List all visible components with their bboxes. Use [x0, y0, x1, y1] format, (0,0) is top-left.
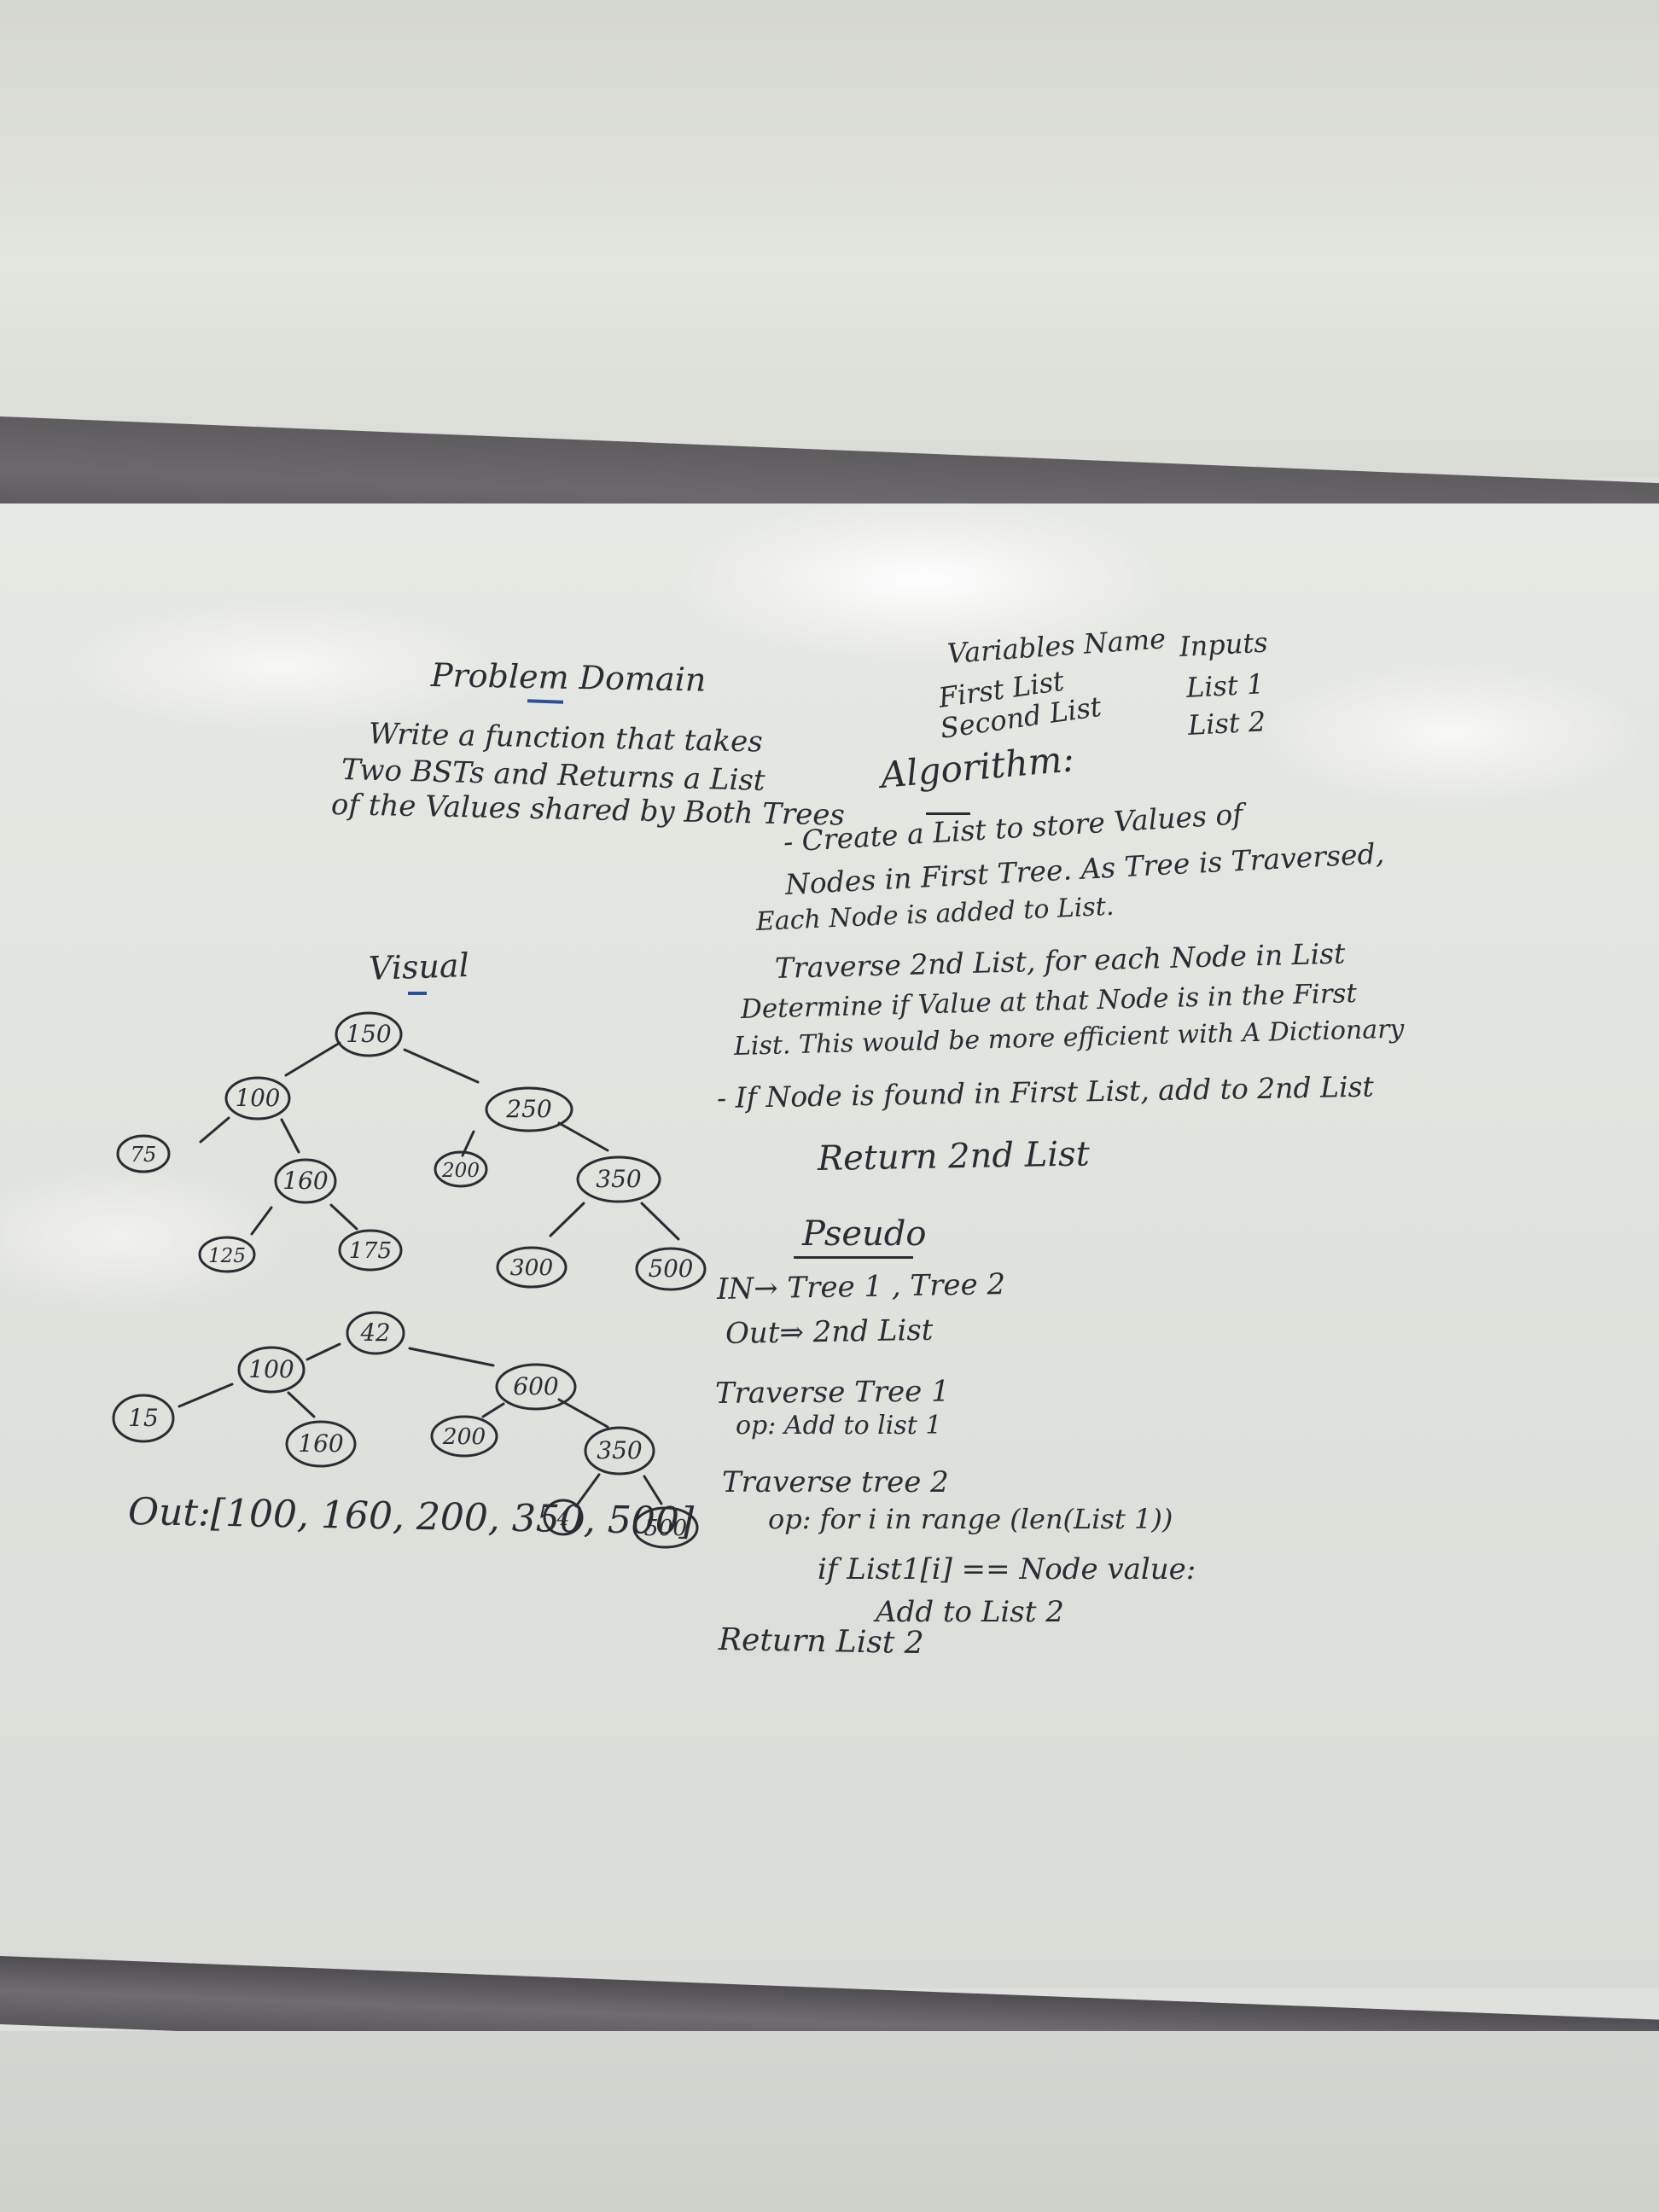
tree-node: 4: [543, 1499, 584, 1536]
pseudo-line: Traverse Tree 1: [714, 1374, 950, 1411]
tree-node-value: 160: [282, 1167, 328, 1195]
pseudo-line: op: Add to list 1: [736, 1411, 942, 1441]
tree-node-value: 42: [359, 1318, 390, 1347]
tree-node-circle: [485, 1086, 573, 1132]
tree-node-circle: [576, 1155, 661, 1203]
tree-node-circle: [274, 1158, 337, 1204]
tree-node: 15: [112, 1394, 175, 1443]
tree-node-circle: [116, 1134, 171, 1173]
tree-node-circle: [434, 1150, 488, 1188]
pseudo-line: IN→ Tree 1 , Tree 2: [716, 1267, 1006, 1307]
pseudo-title: Pseudo: [802, 1214, 927, 1254]
tree-node: 100: [224, 1076, 291, 1121]
tree-node: 160: [274, 1158, 337, 1204]
tree-node-value: 350: [597, 1436, 642, 1464]
tree-node-circle: [224, 1076, 291, 1121]
tree-2: 42 100 600 15 160 200 350 4 500: [112, 1311, 699, 1549]
tree-node: 125: [198, 1236, 256, 1273]
tree-node: 160: [285, 1420, 357, 1468]
tree-node: 175: [338, 1229, 403, 1272]
tree-node-circle: [285, 1420, 357, 1468]
pseudo-line: op: for i in range (len(List 1)): [768, 1503, 1173, 1535]
output-list: Out:[100, 160, 200, 350, 500]: [127, 1490, 695, 1544]
tree-node-value: 500: [644, 1515, 687, 1541]
tree-node-circle: [496, 1246, 568, 1289]
tree-node-circle: [335, 1011, 403, 1057]
tree-node-value: 150: [346, 1020, 391, 1048]
tree-node: 100: [237, 1346, 306, 1394]
pseudo-line: Add to List 2: [876, 1595, 1064, 1629]
visual-underline: [408, 992, 427, 995]
tree-node-value: 300: [510, 1254, 553, 1281]
floor: [0, 2031, 1659, 2212]
tree-node-circle: [338, 1229, 403, 1272]
tree-node-value: 15: [128, 1404, 159, 1432]
tree-node-value: 100: [248, 1355, 294, 1383]
tree-node-value: 200: [441, 1160, 480, 1182]
tree-node: 250: [485, 1086, 573, 1132]
tree-node-value: 600: [513, 1372, 558, 1400]
tree-node-circle: [237, 1346, 306, 1394]
pseudo-line: if List1[i] == Node value:: [818, 1552, 1196, 1586]
pseudo-line: Out⇒ 2nd List: [725, 1313, 934, 1351]
tree-node-value: 4: [556, 1508, 570, 1530]
tree-node: 350: [576, 1155, 661, 1203]
tree-node-value: 200: [442, 1423, 486, 1450]
tree-node: 500: [632, 1506, 699, 1549]
tree-node-circle: [543, 1499, 584, 1536]
pseudo-line: Traverse tree 2: [722, 1465, 949, 1499]
tree-node-circle: [346, 1311, 405, 1355]
tree-node-circle: [632, 1506, 699, 1549]
tree-node-circle: [495, 1363, 577, 1411]
tree-node-value: 160: [298, 1429, 343, 1458]
tree-node: 500: [635, 1247, 707, 1291]
tree-node-circle: [635, 1247, 707, 1291]
tree-node-value: 175: [349, 1237, 392, 1264]
tree-node-value: 500: [649, 1254, 694, 1283]
tree-node-circle: [112, 1394, 175, 1443]
tree-node: 42: [346, 1311, 405, 1355]
tree-node-value: 75: [131, 1143, 157, 1167]
tree-node: 200: [434, 1150, 488, 1188]
tree-node-circle: [198, 1236, 256, 1273]
tree-node-value: 250: [505, 1095, 551, 1123]
pseudo-underline: [794, 1256, 913, 1259]
tree-node: 150: [335, 1011, 403, 1057]
tree-node-value: 125: [208, 1245, 246, 1267]
pseudo-line: Return List 2: [718, 1622, 924, 1662]
tree-node-circle: [430, 1415, 498, 1458]
tree-node: 350: [584, 1426, 655, 1476]
tree-node: 300: [496, 1246, 568, 1289]
tree-node: 200: [430, 1415, 498, 1458]
tree-node: 600: [495, 1363, 577, 1411]
tree-node-circle: [584, 1426, 655, 1476]
whiteboard: [0, 504, 1659, 1988]
tree-node: 75: [116, 1134, 171, 1173]
tree-1: 150 100 250 75 160 200 350 125 175 300 500: [116, 1011, 707, 1291]
algorithm-underline: [926, 812, 970, 815]
tree-node-value: 350: [596, 1165, 641, 1193]
wall: [0, 0, 1659, 478]
tree-node-value: 100: [236, 1084, 281, 1112]
